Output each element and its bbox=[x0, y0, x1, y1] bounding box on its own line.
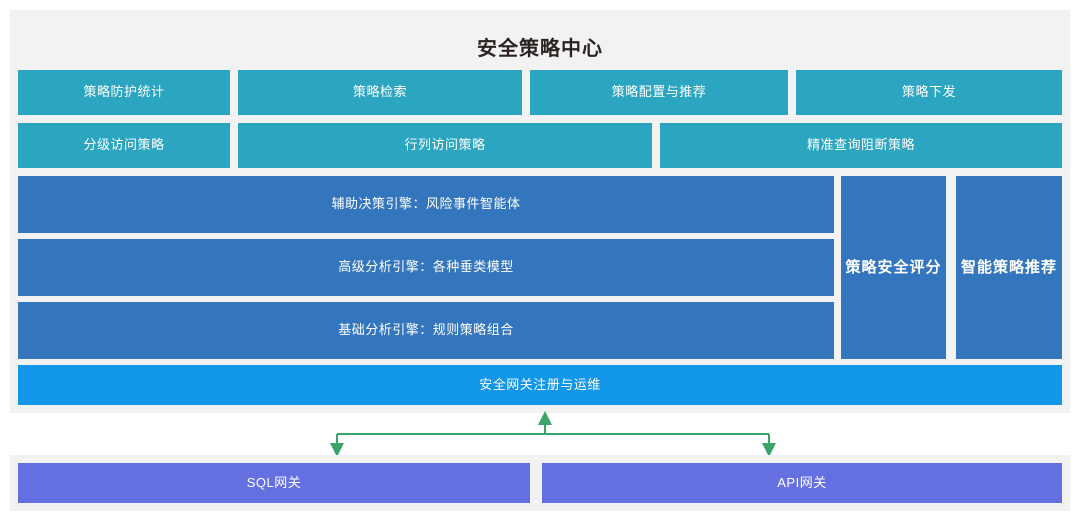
gateway-box-sql[interactable]: SQL网关 bbox=[18, 463, 530, 503]
security-policy-center-panel: 安全策略中心 策略防护统计 策略检索 策略配置与推荐 策略下发 分级访问策略 行… bbox=[10, 10, 1070, 413]
function-box-policy-protection-stats[interactable]: 策略防护统计 bbox=[18, 70, 230, 115]
bidirectional-bus-connector bbox=[330, 411, 776, 457]
function-box-policy-search[interactable]: 策略检索 bbox=[238, 70, 522, 115]
policy-box-graded-access[interactable]: 分级访问策略 bbox=[18, 123, 230, 168]
function-box-policy-distribution[interactable]: 策略下发 bbox=[796, 70, 1062, 115]
side-panel-policy-security-score[interactable]: 策略安全评分 bbox=[841, 176, 946, 359]
arrow-down-icon bbox=[330, 443, 344, 457]
function-box-policy-config-recommend[interactable]: 策略配置与推荐 bbox=[530, 70, 788, 115]
policy-box-row-column-access[interactable]: 行列访问策略 bbox=[238, 123, 652, 168]
engine-box-decision-support[interactable]: 辅助决策引擎：风险事件智能体 bbox=[18, 176, 834, 233]
engine-box-basic-analysis[interactable]: 基础分析引擎：规则策略组合 bbox=[18, 302, 834, 359]
engine-box-advanced-analysis[interactable]: 高级分析引擎：各种垂类模型 bbox=[18, 239, 834, 296]
arrow-down-icon bbox=[762, 443, 776, 457]
gateway-registration-bar[interactable]: 安全网关注册与运维 bbox=[18, 365, 1062, 405]
arrow-up-icon bbox=[538, 411, 552, 425]
gateway-box-api[interactable]: API网关 bbox=[542, 463, 1062, 503]
policy-box-precise-query-block[interactable]: 精准查询阻断策略 bbox=[660, 123, 1062, 168]
side-panel-intelligent-policy-recommend[interactable]: 智能策略推荐 bbox=[956, 176, 1062, 359]
gateways-panel: SQL网关 API网关 bbox=[10, 455, 1070, 511]
connector-layer bbox=[0, 405, 1080, 465]
page-title: 安全策略中心 bbox=[477, 38, 603, 60]
